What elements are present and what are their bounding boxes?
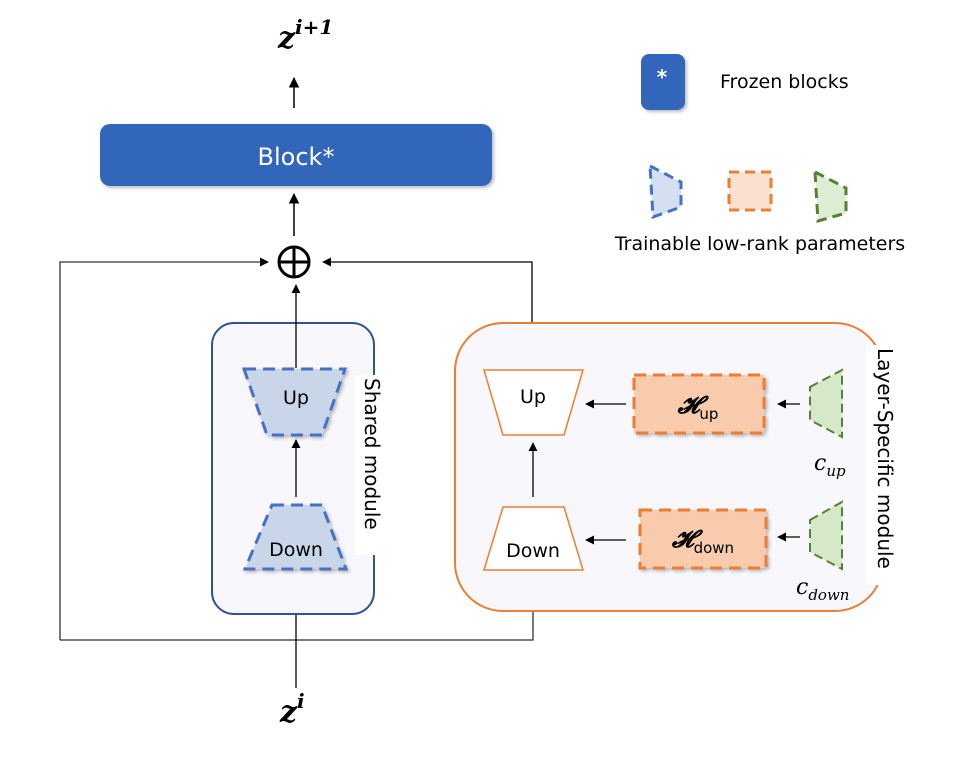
hypernetwork-up: 𝓗up bbox=[632, 373, 766, 435]
shared-down-projection: Down bbox=[242, 503, 349, 571]
skip-connection-line bbox=[59, 257, 269, 640]
legend: * Frozen blocks Trainable low-rank param… bbox=[614, 54, 905, 255]
shared-down-label: Down bbox=[269, 539, 323, 561]
sum-node bbox=[277, 245, 311, 279]
frozen-block-label: Block* bbox=[258, 143, 335, 171]
shared-module-title: Shared module bbox=[360, 378, 384, 530]
layer-specific-module-title: Layer-Specific module bbox=[873, 348, 897, 569]
hypernetwork-up-label: 𝓗up bbox=[677, 390, 719, 423]
legend-frozen-label: Frozen blocks bbox=[720, 71, 849, 93]
svg-text:*: * bbox=[657, 65, 668, 89]
frozen-block: Block* bbox=[100, 124, 492, 186]
c-up-label: cup bbox=[814, 451, 846, 480]
layer-embedding-down bbox=[809, 500, 843, 571]
legend-frozen-swatch: * bbox=[641, 54, 685, 110]
legend-blue-trapezoid-icon bbox=[648, 163, 683, 220]
hypernetwork-down: 𝓗down bbox=[638, 508, 768, 570]
shared-up-label: Up bbox=[283, 387, 309, 409]
shared-up-projection: Up bbox=[241, 367, 348, 437]
layer-specific-module: Layer-Specific module Up Down 𝓗up cup bbox=[454, 322, 906, 612]
legend-orange-rect-icon bbox=[727, 170, 773, 212]
layer-down-projection: Down bbox=[482, 506, 585, 571]
shared-module: Shared module Up Down bbox=[211, 284, 391, 615]
input-label: zi bbox=[279, 689, 305, 730]
c-down-label: cdown bbox=[796, 575, 849, 604]
layer-embedding-up bbox=[809, 368, 843, 439]
layer-down-label: Down bbox=[506, 540, 560, 562]
legend-green-trapezoid-icon bbox=[813, 169, 848, 223]
layer-up-label: Up bbox=[520, 386, 546, 408]
output-label: zi+1 bbox=[277, 15, 333, 56]
hypernetwork-down-label: 𝓗down bbox=[671, 524, 734, 557]
legend-trainable-label: Trainable low-rank parameters bbox=[614, 233, 905, 255]
layer-up-projection: Up bbox=[482, 369, 585, 436]
